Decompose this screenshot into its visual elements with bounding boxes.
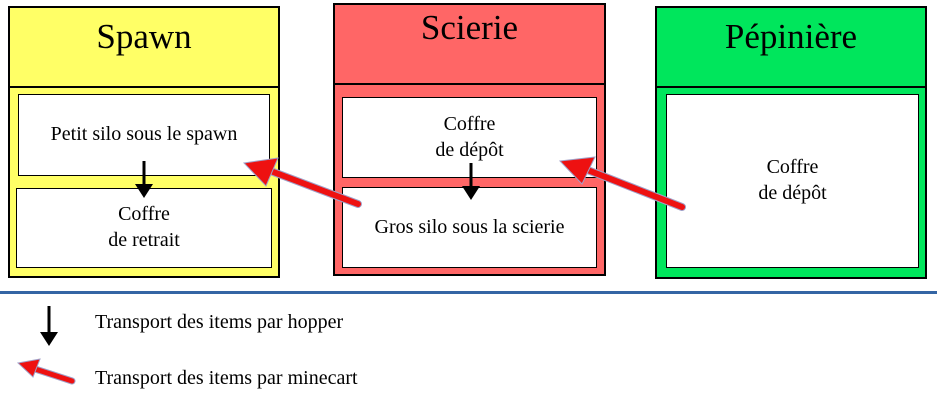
black-down-arrow-icon	[40, 306, 58, 346]
box-coffre-retrait-label: Coffre de retrait	[108, 203, 180, 251]
minecart-arrow-scierie-to-spawn	[242, 157, 362, 208]
box-coffre-depot-scierie-label: Coffre de dépôt	[435, 112, 504, 161]
zone-spawn: Spawn Petit silo sous le spawn Coffre de…	[8, 6, 280, 278]
box-coffre-depot-pepiniere-label: Coffre de dépôt	[758, 156, 827, 204]
legend-minecart-label: Transport des items par minecart	[95, 367, 358, 389]
zone-scierie: Scierie Coffre de dépôt Gros silo sous l…	[333, 3, 606, 276]
box-coffre-retrait: Coffre de retrait	[16, 188, 272, 268]
box-gros-silo: Gros silo sous la scierie	[342, 187, 597, 268]
red-arrow-icon	[16, 358, 76, 385]
legend-divider	[0, 291, 937, 294]
box-petit-silo-label: Petit silo sous le spawn	[50, 123, 238, 146]
zone-spawn-title: Spawn	[96, 17, 192, 56]
minecart-arrow-pepiniere-to-scierie	[558, 156, 686, 211]
zone-spawn-header: Spawn	[10, 8, 278, 88]
box-coffre-depot-pepiniere: Coffre de dépôt	[666, 94, 919, 268]
zone-pepiniere-header: Pépinière	[657, 8, 925, 88]
zone-pepiniere-title: Pépinière	[724, 17, 858, 56]
box-gros-silo-label: Gros silo sous la scierie	[374, 215, 565, 238]
zone-scierie-header: Scierie	[335, 5, 604, 85]
legend-hopper-label: Transport des items par hopper	[95, 311, 344, 333]
zone-scierie-title: Scierie	[420, 8, 519, 47]
hopper-arrow-spawn	[135, 161, 153, 198]
hopper-arrow-scierie	[462, 163, 480, 200]
box-petit-silo: Petit silo sous le spawn	[18, 94, 270, 176]
zone-pepiniere: Pépinière Coffre de dépôt	[655, 6, 927, 279]
